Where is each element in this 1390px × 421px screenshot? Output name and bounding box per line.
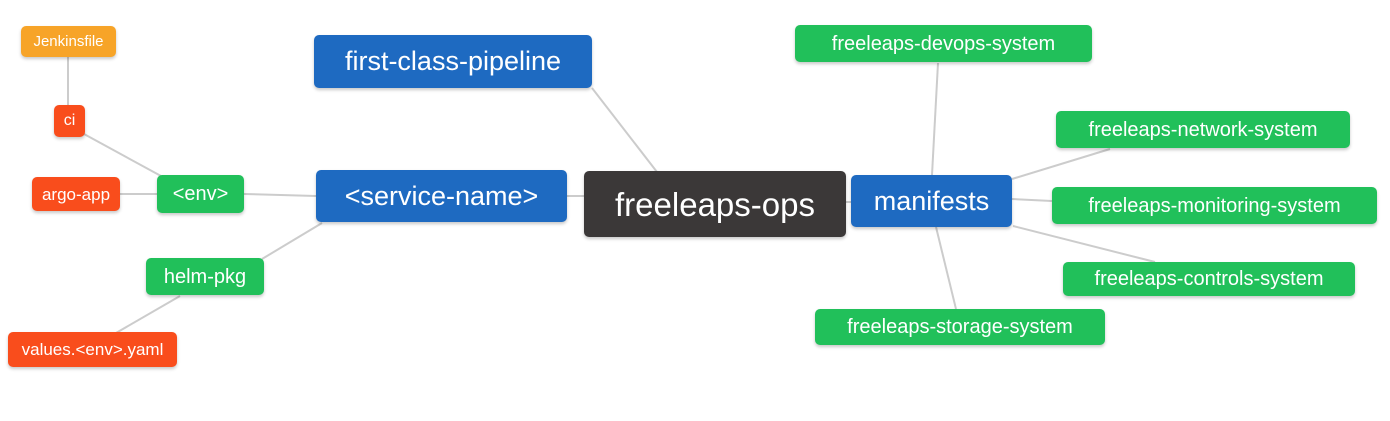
- connector-manifests-devops-system: [931, 62, 939, 176]
- node-freeleaps-network-system[interactable]: freeleaps-network-system: [1056, 111, 1350, 148]
- connector-manifests-controls-system: [1012, 225, 1156, 263]
- node-freeleaps-controls-system[interactable]: freeleaps-controls-system: [1063, 262, 1355, 296]
- connector-ci-env: [83, 133, 162, 177]
- connector-manifests-storage-system: [935, 226, 957, 310]
- node-freeleaps-monitoring-system[interactable]: freeleaps-monitoring-system: [1052, 187, 1377, 224]
- node-jenkinsfile[interactable]: Jenkinsfile: [21, 26, 116, 57]
- connector-values-yaml-helm-pkg: [115, 295, 181, 334]
- connector-manifests-network-system: [1011, 148, 1111, 180]
- connector-manifests-monitoring-system: [1011, 198, 1053, 202]
- node-first-class-pipeline[interactable]: first-class-pipeline: [314, 35, 592, 88]
- node-values-env-yaml[interactable]: values.<env>.yaml: [8, 332, 177, 367]
- node-argo-app[interactable]: argo-app: [32, 177, 120, 211]
- connector-helm-pkg-service-name: [261, 222, 323, 260]
- node-freeleaps-devops-system[interactable]: freeleaps-devops-system: [795, 25, 1092, 62]
- node-service-name[interactable]: <service-name>: [316, 170, 567, 222]
- node-manifests[interactable]: manifests: [851, 175, 1012, 227]
- connector-env-service-name: [243, 193, 317, 197]
- connector-pipeline-freeleaps-ops: [591, 87, 658, 173]
- node-helm-pkg[interactable]: helm-pkg: [146, 258, 264, 295]
- node-ci[interactable]: ci: [54, 105, 85, 137]
- node-env[interactable]: <env>: [157, 175, 244, 213]
- node-freeleaps-ops[interactable]: freeleaps-ops: [584, 171, 846, 237]
- node-freeleaps-storage-system[interactable]: freeleaps-storage-system: [815, 309, 1105, 345]
